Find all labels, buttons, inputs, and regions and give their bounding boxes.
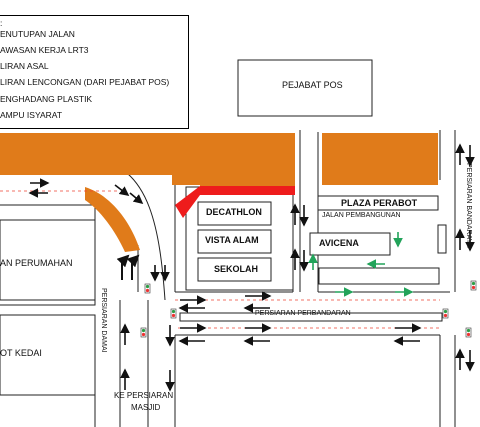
- building-blocks: [0, 59, 447, 396]
- legend-item-road-closure: ENUTUPAN JALAN: [0, 29, 75, 39]
- road-closure-zone: [175, 186, 295, 218]
- original-flow-arrows: [28, 143, 475, 392]
- persiaran-perbandaran-label: PERSIARAN PERBANDARAN: [255, 310, 351, 317]
- legend-item-original-flow: LIRAN ASAL: [0, 61, 49, 71]
- legend-item-diversion-flow: LIRAN LENCONGAN (DARI PEJABAT POS): [0, 77, 170, 87]
- persiaran-bandaraya-label: PERSIARAN BANDARAYA: [465, 163, 472, 248]
- sekolah-label: SEKOLAH: [214, 264, 259, 274]
- jalan-pembangunan-label: JALAN PEMBANGUNAN: [322, 212, 401, 219]
- plaza-perabot-label: PLAZA PERABOT: [341, 198, 418, 208]
- kedai-label: OT KEDAI: [0, 348, 42, 358]
- diversion-flow-arrows: [308, 232, 414, 297]
- kedai-block: [0, 314, 96, 396]
- persiaran-damai-label: PERSIARAN DAMAI: [100, 288, 107, 353]
- vista-alam-block: [197, 229, 272, 254]
- legend-item-traffic-light: AMPU ISYARAT: [0, 110, 63, 120]
- legend-item-plastic-barrier: ENGHADANG PLASTIK: [0, 94, 93, 104]
- legend-item-lrt3-zone: AWASAN KERJA LRT3: [0, 45, 89, 55]
- ke-persiaran-label: KE PERSIARAN: [114, 391, 174, 400]
- decathlon-label: DECATHLON: [206, 207, 262, 217]
- masjid-label: MASJID: [131, 403, 161, 412]
- perumahan-block: [0, 219, 96, 301]
- decathlon-block: [197, 201, 272, 226]
- vista-alam-label: VISTA ALAM: [205, 235, 259, 245]
- plaza-perabot-block: [317, 195, 439, 211]
- sekolah-block: [197, 257, 272, 282]
- avicena-block: [309, 232, 391, 256]
- pejabat-pos-block: [237, 59, 373, 117]
- perumahan-label: AN PERUMAHAN: [0, 258, 73, 268]
- legend-heading: :: [0, 18, 3, 28]
- pejabat-pos-label: PEJABAT POS: [282, 80, 343, 90]
- lrt3-work-zone: [0, 133, 438, 252]
- avicena-label: AVICENA: [319, 238, 359, 248]
- traffic-lights: [140, 280, 477, 338]
- legend-box: : ENUTUPAN JALAN AWASAN KERJA LRT3 LIRAN…: [0, 15, 189, 129]
- turn-arrows: [116, 254, 140, 280]
